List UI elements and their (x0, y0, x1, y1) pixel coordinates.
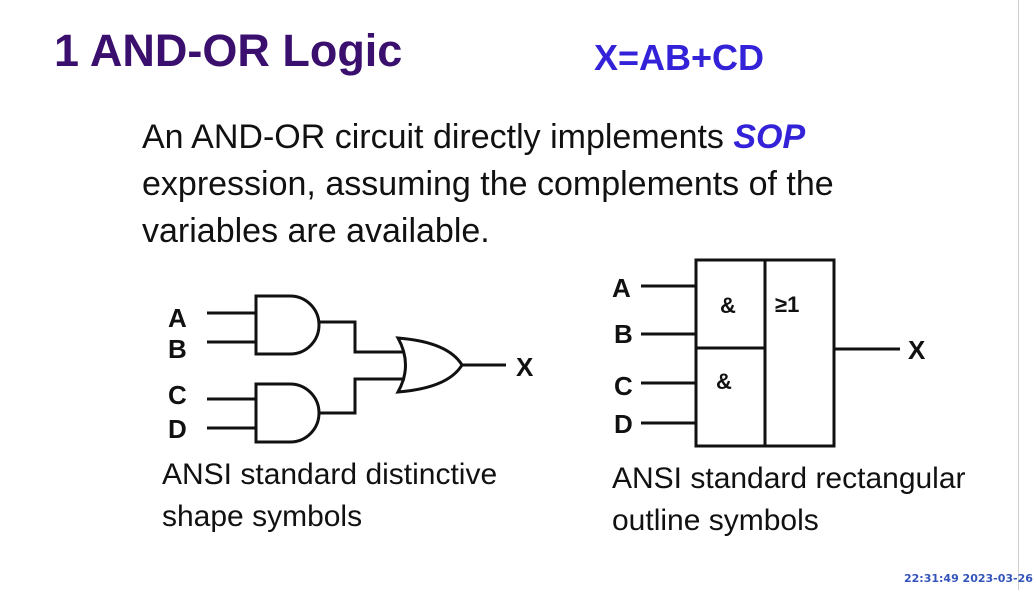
caption-distinctive: ANSI standard distinctive shape symbols (162, 454, 497, 538)
input-label-b: B (168, 334, 187, 364)
timestamp: 22:31:49 2023-03-26 (904, 572, 1033, 585)
rectangular-outline-diagram (641, 258, 900, 448)
boolean-formula: X=AB+CD (594, 37, 765, 78)
caption-distinctive-line2: shape symbols (162, 500, 363, 533)
output-label-x: X (516, 352, 534, 382)
distinctive-shape-diagram (207, 294, 506, 444)
wire-and2-to-or (319, 377, 405, 415)
rect-input-label-a: A (612, 273, 631, 303)
and-symbol-1: & (720, 293, 736, 318)
body-text-end: expression, assuming the complements of … (142, 165, 834, 250)
body-text-start: An AND-OR circuit directly implements (142, 118, 734, 156)
input-label-c: C (168, 380, 187, 410)
input-label-d: D (168, 414, 187, 444)
rect-input-label-d: D (614, 409, 633, 439)
rect-output-label-x: X (908, 335, 926, 365)
caption-rectangular: ANSI standard rectangular outline symbol… (612, 458, 966, 542)
rect-input-label-c: C (614, 371, 633, 401)
and-gate-1 (254, 294, 321, 356)
rect-and-gate-2 (694, 346, 767, 448)
caption-rectangular-line1: ANSI standard rectangular (612, 462, 966, 495)
rect-input-label-b: B (614, 319, 633, 349)
slide-edge-line (1018, 0, 1019, 590)
and-symbol-2: & (716, 369, 732, 394)
or-symbol: ≥1 (775, 292, 799, 317)
body-paragraph: An AND-OR circuit directly implements SO… (142, 114, 962, 255)
wire-and1-to-or (319, 320, 405, 354)
caption-rectangular-line2: outline symbols (612, 504, 819, 537)
and-gate-2 (254, 382, 321, 444)
caption-distinctive-line1: ANSI standard distinctive (162, 458, 498, 491)
rect-or-gate (763, 258, 836, 448)
or-gate (395, 336, 464, 394)
input-label-a: A (168, 303, 187, 333)
slide-title: 1 AND-OR Logic (54, 25, 403, 76)
sop-term: SOP (733, 118, 806, 156)
